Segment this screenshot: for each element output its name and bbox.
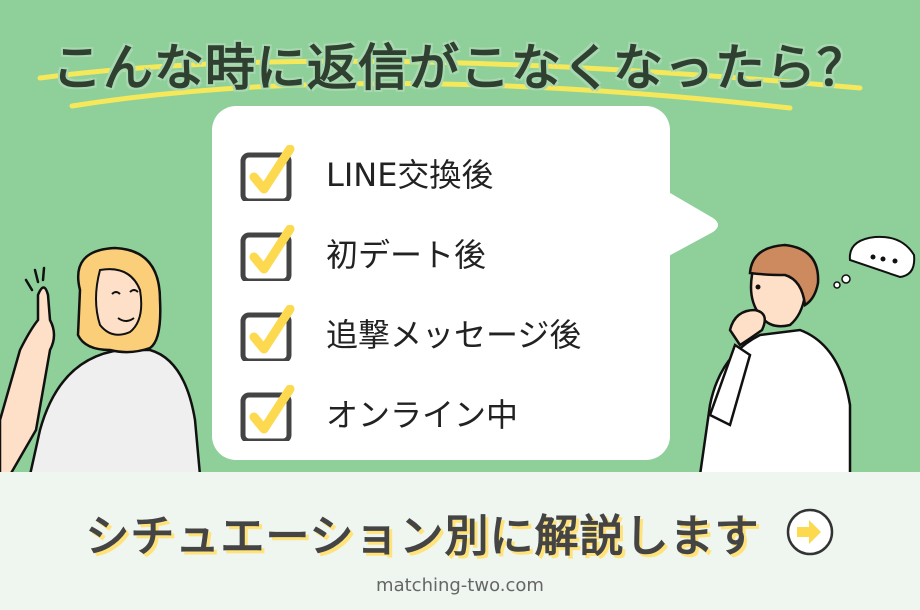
checklist-item-label: 追撃メッセージ後	[326, 316, 582, 354]
cta-row[interactable]: シチュエーション別に解説します	[0, 500, 920, 564]
checked-checkbox-icon	[240, 305, 295, 361]
checklist-item-label: オンライン中	[326, 396, 519, 434]
site-domain: matching-two.com	[376, 575, 544, 596]
man-thinking-illustration	[698, 235, 916, 475]
checklist-item: オンライン中	[240, 373, 581, 453]
arrow-right-circle-icon[interactable]	[785, 507, 835, 557]
speech-bubble-tail	[665, 190, 718, 258]
checked-checkbox-icon	[240, 385, 295, 441]
thought-dot-icon	[870, 254, 876, 260]
checked-checkbox-icon	[240, 145, 295, 201]
checklist-item-label: LINE交換後	[326, 156, 494, 194]
headline: こんな時に返信がこなくなったら？	[52, 39, 868, 97]
woman-pointing-illustration	[0, 246, 202, 475]
checklist-item: 追撃メッセージ後	[240, 293, 581, 373]
checklist-item: LINE交換後	[240, 133, 581, 213]
cta-label[interactable]: シチュエーション別に解説します	[85, 511, 760, 562]
checklist-item-label: 初デート後	[326, 236, 487, 274]
checked-checkbox-icon	[240, 225, 295, 281]
yellow-underline-swoosh	[37, 58, 863, 111]
checklist: LINE交換後 初デート後 追撃メッセージ後 オンライン中	[240, 133, 581, 453]
footer-panel	[0, 472, 920, 610]
checklist-item: 初デート後	[240, 213, 581, 293]
